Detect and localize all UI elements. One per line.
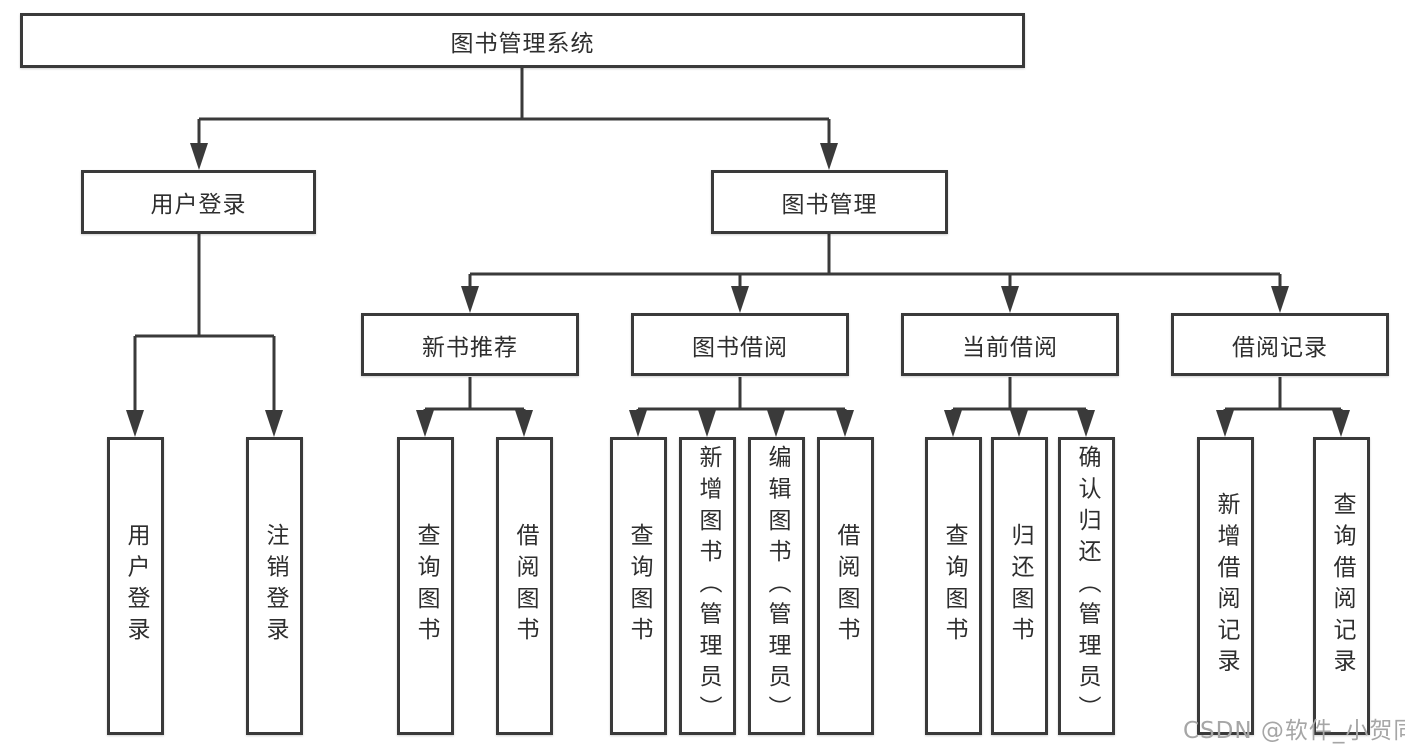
node-label: 用户登录 xyxy=(123,523,149,649)
csdn-watermark: CSDN @软件_小贺同学 xyxy=(1183,718,1405,744)
connector-mgmt xyxy=(468,234,1282,288)
leaf-user-login: 用户登录 xyxy=(107,437,164,735)
leaf-return-books: 归还图书 xyxy=(991,437,1048,735)
node-label: 注销登录 xyxy=(262,523,288,649)
leaf-borrow-books: 借阅图书 xyxy=(817,437,874,735)
node-label: 查询图书 xyxy=(626,523,652,649)
node-book-management: 图书管理 xyxy=(711,170,948,234)
arrowheads xyxy=(126,143,1350,437)
node-label: 当前借阅 xyxy=(962,334,1058,361)
node-label: 图书管理系统 xyxy=(450,30,595,57)
node-label: 查询借阅记录 xyxy=(1329,492,1355,680)
node-label: 图书管理 xyxy=(781,192,878,218)
node-label: 借阅记录 xyxy=(1232,334,1328,361)
connector-login xyxy=(133,234,276,412)
node-label: 新增借阅记录 xyxy=(1213,492,1239,680)
node-label: 编辑图书（管理员） xyxy=(764,445,790,727)
leaf-add-books-admin: 新增图书（管理员） xyxy=(679,437,736,735)
leaf-query-books-current: 查询图书 xyxy=(925,437,982,735)
leaf-query-books-borrow: 查询图书 xyxy=(610,437,667,735)
node-label: 确认归还（管理员） xyxy=(1074,445,1100,727)
leaf-edit-books-admin: 编辑图书（管理员） xyxy=(748,437,805,735)
connector-new-books xyxy=(423,377,526,412)
node-current-borrowing: 当前借阅 xyxy=(901,313,1119,376)
node-label: 借阅图书 xyxy=(833,523,859,649)
node-label: 查询图书 xyxy=(413,523,439,649)
leaf-borrow-books-new: 借阅图书 xyxy=(496,437,553,735)
connector-current-borrow xyxy=(951,377,1088,412)
node-user-login: 用户登录 xyxy=(81,170,316,234)
node-label: 查询图书 xyxy=(941,523,967,649)
node-book-borrowing: 图书借阅 xyxy=(631,313,849,376)
node-borrowing-records: 借阅记录 xyxy=(1171,313,1389,376)
leaf-query-books-new: 查询图书 xyxy=(397,437,454,735)
leaf-logout: 注销登录 xyxy=(246,437,303,735)
connector-root xyxy=(197,68,831,146)
leaf-add-borrow-record: 新增借阅记录 xyxy=(1197,437,1254,735)
node-label: 归还图书 xyxy=(1007,523,1033,649)
connector-book-borrow xyxy=(636,377,847,412)
leaf-query-borrow-record: 查询借阅记录 xyxy=(1313,437,1370,735)
node-label: 用户登录 xyxy=(150,192,247,218)
node-label: 图书借阅 xyxy=(692,334,788,361)
node-label: 借阅图书 xyxy=(512,523,538,649)
node-label: 新书推荐 xyxy=(422,334,518,361)
node-new-book-recommend: 新书推荐 xyxy=(361,313,579,376)
node-label: 新增图书（管理员） xyxy=(695,445,721,727)
leaf-confirm-return-admin: 确认归还（管理员） xyxy=(1058,437,1115,735)
node-library-system: 图书管理系统 xyxy=(20,13,1025,68)
connector-borrow-records xyxy=(1223,377,1343,412)
